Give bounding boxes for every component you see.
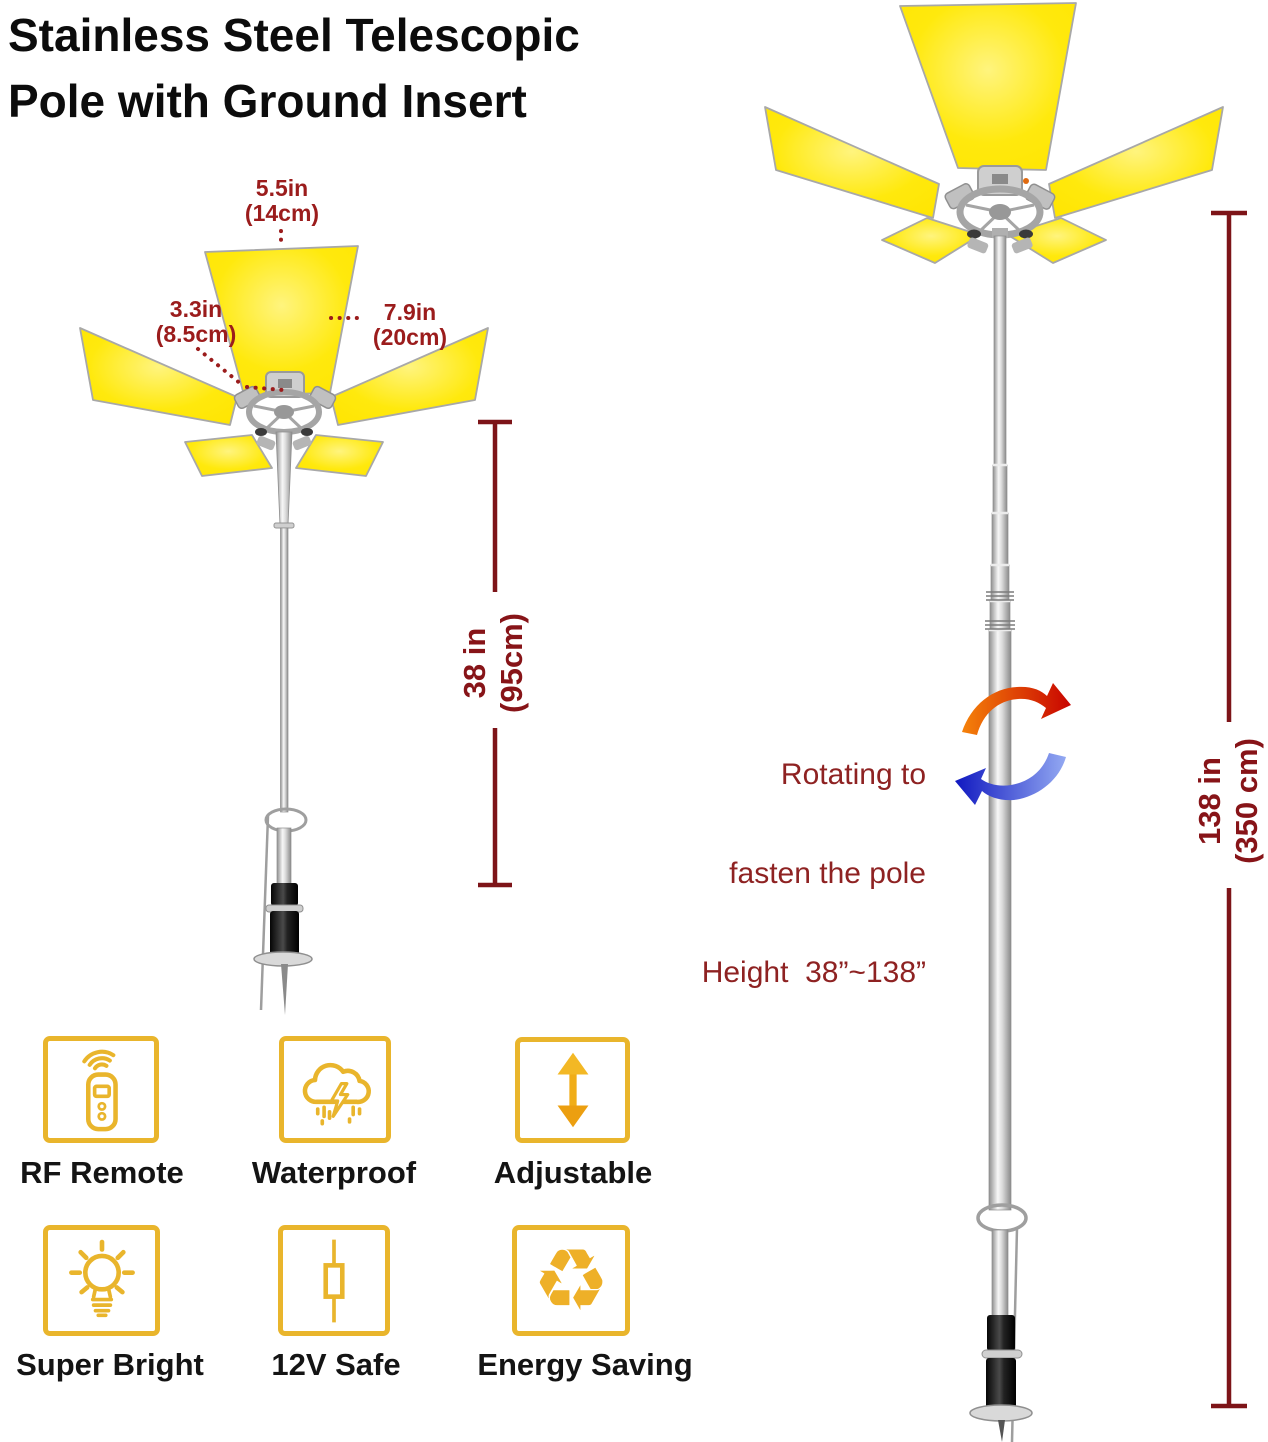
dim-panel-width-cm: (8.5cm)	[155, 321, 237, 347]
panel-center	[899, 2, 1077, 171]
grip-lower	[986, 1358, 1016, 1410]
feature-label-rf-remote: RF Remote	[20, 1155, 184, 1190]
fuse-12v-icon	[323, 1239, 345, 1322]
ground-disc	[253, 951, 313, 967]
feature-label-super-bright: Super Bright	[16, 1347, 204, 1382]
extended-lamp-hub	[944, 165, 1056, 254]
feature-box-energy-saving: ♻	[512, 1225, 630, 1336]
feature-label-adjustable: Adjustable	[493, 1155, 653, 1190]
recycle-icon: ♻	[532, 1230, 610, 1331]
dim-panel-length: 7.9in (20cm)	[340, 300, 480, 350]
rotation-arrows	[955, 683, 1071, 805]
adjustable-icon	[557, 1052, 588, 1128]
collapsed-height-in: 38 in	[457, 627, 492, 699]
extended-height-in: 138 in	[1191, 757, 1227, 845]
dim-panel-length-cm: (20cm)	[372, 324, 448, 350]
collapsed-height-cm: (95cm)	[494, 613, 529, 713]
rotate-note: Rotating to fasten the pole Height 38”~1…	[560, 692, 926, 1055]
waterproof-icon	[302, 1062, 371, 1125]
title-line-1: Stainless Steel Telescopic	[8, 9, 580, 61]
ground-spike	[998, 1420, 1005, 1442]
panel-small-right	[295, 434, 384, 477]
collapsed-lamp-panels	[79, 245, 489, 477]
feature-label-12v-safe: 12V Safe	[271, 1347, 401, 1382]
ground-spike	[281, 964, 288, 1015]
rotate-arrow-orange	[962, 683, 1071, 735]
grip-upper	[987, 1315, 1015, 1351]
panel-left-wing	[764, 106, 940, 219]
extended-height-cm: (350 cm)	[1228, 738, 1264, 864]
dim-head-width: 5.5in (14cm)	[212, 176, 352, 226]
feature-box-adjustable	[515, 1037, 630, 1143]
grip-upper	[271, 883, 298, 906]
dim-head-width-cm: (14cm)	[244, 200, 320, 226]
extended-lamp-illustration	[764, 2, 1224, 1442]
page-title: Stainless Steel Telescopic Pole with Gro…	[8, 2, 728, 134]
ground-stake-rod	[259, 815, 270, 1011]
ground-disc	[969, 1404, 1033, 1422]
rf-remote-icon	[82, 1049, 118, 1131]
telescopic-joints	[989, 463, 1011, 632]
collapsed-lamp-pole	[253, 431, 313, 1015]
locking-ridges	[985, 591, 1015, 630]
rotate-note-line2: fasten the pole	[729, 857, 926, 890]
collapsed-lamp-illustration	[79, 245, 489, 1015]
extended-lamp-pole	[969, 228, 1033, 1442]
feature-box-super-bright	[43, 1225, 160, 1336]
feature-box-waterproof	[279, 1036, 391, 1143]
grip-lower	[270, 911, 299, 957]
feature-box-12v-safe	[278, 1225, 390, 1336]
feature-box-rf-remote	[43, 1036, 159, 1143]
feature-label-waterproof: Waterproof	[251, 1155, 417, 1190]
dim-panel-width-in: 3.3in	[169, 296, 223, 322]
rotate-arrow-blue	[955, 753, 1066, 805]
dim-head-width-in: 5.5in	[255, 175, 309, 201]
rotate-note-line3: Height 38”~138”	[701, 956, 926, 989]
panel-right-wing	[330, 327, 489, 426]
extended-height-label: 138 in (350 cm)	[1148, 722, 1268, 880]
feature-label-energy-saving: Energy Saving	[477, 1347, 693, 1382]
title-line-2: Pole with Ground Insert	[8, 75, 527, 127]
panel-right-wing	[1048, 106, 1224, 219]
panel-left-wing	[79, 327, 238, 426]
panel-small-left	[184, 434, 273, 477]
collapsed-height-label: 38 in (95cm)	[413, 597, 573, 729]
extended-lamp-panels	[764, 2, 1224, 264]
dim-panel-width: 3.3in (8.5cm)	[126, 297, 266, 347]
super-bright-icon	[68, 1239, 135, 1317]
rotate-note-line1: Rotating to	[780, 758, 926, 791]
dim-panel-length-in: 7.9in	[383, 299, 437, 325]
